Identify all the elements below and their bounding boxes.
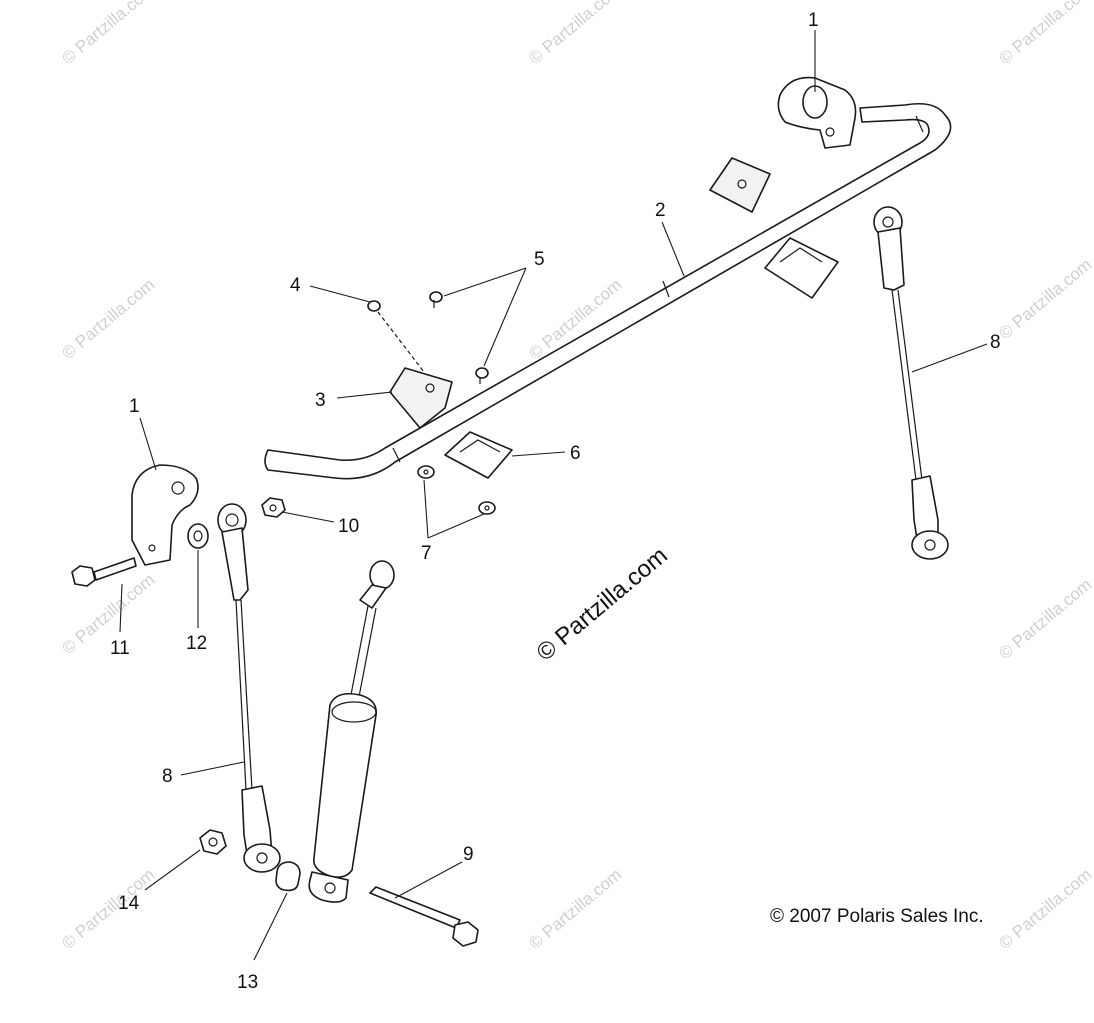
- callout-10: 10: [338, 516, 359, 537]
- bar-bushing-upper: [709, 157, 771, 213]
- callout-14: 14: [118, 893, 140, 914]
- link-rod-right: [873, 206, 949, 560]
- callout-4: 4: [290, 275, 301, 296]
- watermark-tile: © Partzilla.com: [995, 575, 1094, 663]
- bar-bracket-top: [777, 76, 857, 149]
- callout-6: 6: [570, 443, 581, 464]
- fastener-5-lower: [475, 367, 489, 384]
- callout-1-left: 1: [129, 396, 140, 417]
- watermark-tile: © Partzilla.com: [58, 865, 158, 953]
- callout-1-top: 1: [808, 10, 819, 31]
- callout-8-right: 8: [990, 332, 1001, 353]
- callouts: 1 2 3 4 5 6 7 8 8 9 10 1 11 12 13 14: [110, 10, 1001, 993]
- watermark-tile: © Partzilla.com: [58, 0, 158, 68]
- watermark-tile: © Partzilla.com: [995, 0, 1094, 68]
- watermark-tile: © Partzilla.com: [58, 570, 158, 658]
- callout-7: 7: [421, 543, 432, 564]
- nut-10: [261, 497, 286, 518]
- washer-7-right: [478, 501, 496, 515]
- copyright-notice: © 2007 Polaris Sales Inc.: [770, 906, 984, 927]
- watermark-tile: © Partzilla.com: [525, 0, 625, 68]
- watermark-tile: © Partzilla.com: [995, 255, 1094, 343]
- callout-3: 3: [315, 390, 326, 411]
- washer-7-left: [417, 465, 435, 479]
- callout-2: 2: [655, 200, 666, 221]
- mounting-block-left: [131, 464, 199, 566]
- bushing-6: [444, 431, 513, 479]
- callout-11: 11: [110, 638, 130, 659]
- spacer-13: [275, 861, 301, 892]
- watermark-main: © Partzilla.com: [532, 542, 673, 667]
- leader-lines: [119, 30, 988, 961]
- stabilizer-bar: [264, 102, 952, 480]
- bar-bushing-right: [764, 237, 839, 299]
- callout-13: 13: [237, 972, 258, 993]
- watermark-tile: © Partzilla.com: [995, 865, 1094, 953]
- callout-5: 5: [534, 249, 545, 270]
- nut-14: [199, 829, 227, 855]
- bolt-9: [369, 886, 479, 947]
- bushing-clamp-3: [389, 367, 453, 429]
- watermark-tile: © Partzilla.com: [525, 865, 625, 953]
- callout-8-left: 8: [162, 766, 173, 787]
- fastener-5-upper: [429, 291, 443, 308]
- watermark-tile: © Partzilla.com: [58, 275, 158, 363]
- washer-12: [187, 523, 209, 549]
- fastener-4: [367, 300, 425, 373]
- callout-9: 9: [463, 844, 474, 865]
- link-rod-left: [217, 503, 281, 873]
- shock-absorber: [308, 560, 395, 903]
- callout-12: 12: [186, 633, 207, 654]
- bolt-11: [71, 557, 137, 587]
